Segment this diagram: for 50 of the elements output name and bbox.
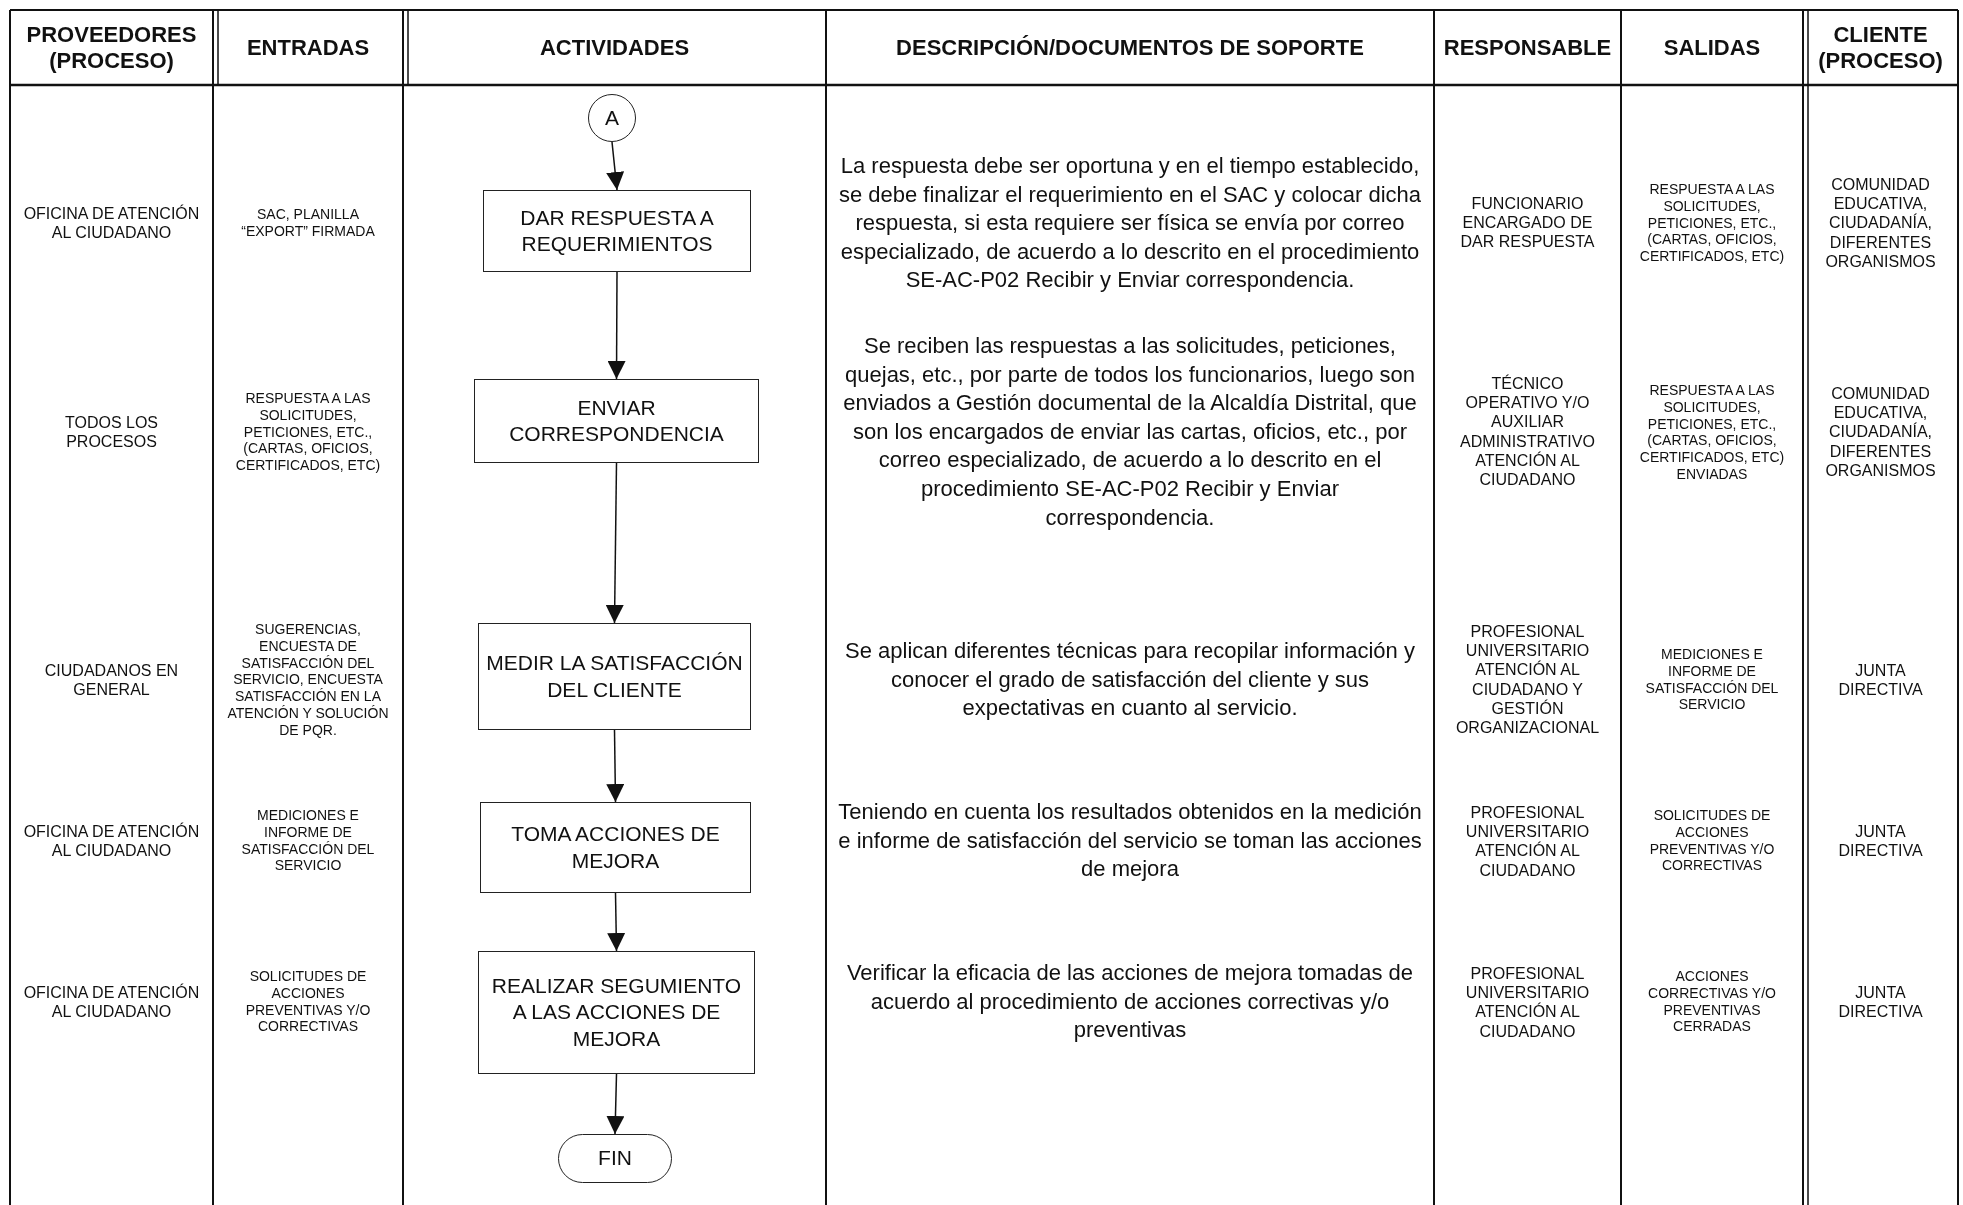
table-cell-text: SOLICITUDES DE ACCIONES PREVENTIVAS Y/O CORRECTIVAS — [244, 968, 372, 1036]
table-cell-text: JUNTA DIRECTIVA — [1837, 660, 1924, 700]
description-text: Verificar la eficacia de las acciones de mejora tomadas de acuerdo al procedimiento de acciones correctivas y/o preventivas — [845, 959, 1415, 1045]
arrow — [607, 271, 626, 380]
process-box: TOMA ACCIONES DE MEJORA — [480, 802, 751, 893]
arrow — [606, 141, 625, 191]
arrow — [606, 1073, 625, 1135]
arrow — [607, 892, 626, 952]
table-cell: OFICINA DE ATENCIÓN AL CIUDADANO — [22, 982, 201, 1022]
description-text: Se aplican diferentes técnicas para recopilar información y conocer el grado de satisfacción del cliente y sus expectativas en cuanto al servicio. — [844, 637, 1416, 723]
table-cell-text: SAC, PLANILLA “EXPORT” FIRMADA — [240, 206, 376, 240]
table-cell-text: MEDICIONES E INFORME DE SATISFACCIÓN DEL SERVICIO — [240, 807, 376, 875]
description-text: Teniendo en cuenta los resultados obtenidos en la medición e informe de satisfacción del servicio se toman las acciones de mejora — [837, 798, 1423, 884]
table-cell-text: JUNTA DIRECTIVA — [1837, 982, 1924, 1022]
process-box: MEDIR LA SATISFACCIÓN DEL CLIENTE — [478, 623, 751, 730]
table-cell-text: PROFESIONAL UNIVERSITARIO ATENCIÓN AL CIUDADANO Y GESTIÓN ORGANIZACIONAL — [1454, 622, 1601, 738]
table-cell-text: ACCIONES CORRECTIVAS Y/O PREVENTIVAS CERRADAS — [1647, 968, 1777, 1036]
arrow — [605, 462, 624, 624]
table-cell-text: PROFESIONAL UNIVERSITARIO ATENCIÓN AL CIUDADANO — [1464, 963, 1591, 1041]
column-header: PROVEEDORES (PROCESO) — [25, 22, 198, 73]
table-cell-text: JUNTA DIRECTIVA — [1837, 821, 1924, 861]
table-cell-text: RESPUESTA A LAS SOLICITUDES, PETICIONES, ETC., (CARTAS, OFICIOS, CERTIFICADOS, ETC) ENVIADAS — [1638, 381, 1786, 483]
process-box: ENVIAR CORRESPONDENCIA — [474, 379, 759, 463]
table-cell-text: SOLICITUDES DE ACCIONES PREVENTIVAS Y/O CORRECTIVAS — [1648, 807, 1776, 875]
description-text: Se reciben las respuestas a las solicitudes, peticiones, quejas, etc., por parte de todos los funcionarios, luego son enviados a Gestión documental de la Alcaldía Distrital, que son los encargados de enviar las cartas, oficios, etc., por correo especializado, de acuerdo a lo descrito en el procedimiento SE-AC-P02 Recibir y Enviar correspondencia. — [842, 331, 1418, 532]
connector-circle: A — [588, 94, 636, 142]
table-cell-text: RESPUESTA A LAS SOLICITUDES, PETICIONES, ETC., (CARTAS, OFICIOS, CERTIFICADOS, ETC) — [234, 390, 382, 474]
process-box: DAR RESPUESTA A REQUERIMIENTOS — [483, 190, 751, 272]
column-header: CLIENTE (PROCESO) — [1817, 22, 1944, 73]
table-cell-text: MEDICIONES E INFORME DE SATISFACCIÓN DEL SERVICIO — [1644, 646, 1780, 714]
table-cell-text: COMUNIDAD EDUCATIVA, CIUDADANÍA, DIFERENTES ORGANISMOS — [1824, 175, 1937, 271]
table-cell-text: CIUDADANOS EN GENERAL — [43, 660, 180, 700]
table-cell-text: RESPUESTA A LAS SOLICITUDES, PETICIONES, ETC., (CARTAS, OFICIOS, CERTIFICADOS, ETC) — [1638, 181, 1786, 265]
column-header: ACTIVIDADES — [539, 34, 690, 61]
column-header: ENTRADAS — [246, 34, 370, 61]
column-header: SALIDAS — [1663, 34, 1761, 61]
table-cell-text: COMUNIDAD EDUCATIVA, CIUDADANÍA, DIFERENTES ORGANISMOS — [1824, 384, 1937, 480]
terminal-shape: FIN — [558, 1134, 672, 1183]
table-cell-text: TÉCNICO OPERATIVO Y/O AUXILIAR ADMINISTRATIVO ATENCIÓN AL CIUDADANO — [1459, 374, 1596, 490]
table-cell: OFICINA DE ATENCIÓN AL CIUDADANO — [22, 203, 201, 243]
table-cell-text: FUNCIONARIO ENCARGADO DE DAR RESPUESTA — [1459, 194, 1596, 252]
arrow — [606, 729, 625, 803]
column-header: RESPONSABLE — [1443, 34, 1612, 61]
table-cell-text: PROFESIONAL UNIVERSITARIO ATENCIÓN AL CIUDADANO — [1464, 802, 1591, 880]
process-box: REALIZAR SEGUMIENTO A LAS ACCIONES DE MEJORA — [478, 951, 755, 1074]
column-header: DESCRIPCIÓN/DOCUMENTOS DE SOPORTE — [896, 34, 1364, 61]
table-cell-text: TODOS LOS PROCESOS — [63, 412, 160, 452]
table-cell-text: SUGERENCIAS, ENCUESTA DE SATISFACCIÓN DEL SERVICIO, ENCUESTA SATISFACCIÓN EN LA ATENCIÓN Y SOLUCIÓN DE PQR. — [226, 621, 390, 739]
table-cell: OFICINA DE ATENCIÓN AL CIUDADANO — [22, 821, 201, 861]
description-text: La respuesta debe ser oportuna y en el tiempo establecido, se debe finalizar el requerimiento en el SAC y colocar dicha respuesta, si esta requiere ser física se envía por correo especializado, de acuerdo a lo descrito en el procedimiento SE-AC-P02 Recibir y Enviar correspondencia. — [837, 151, 1423, 294]
